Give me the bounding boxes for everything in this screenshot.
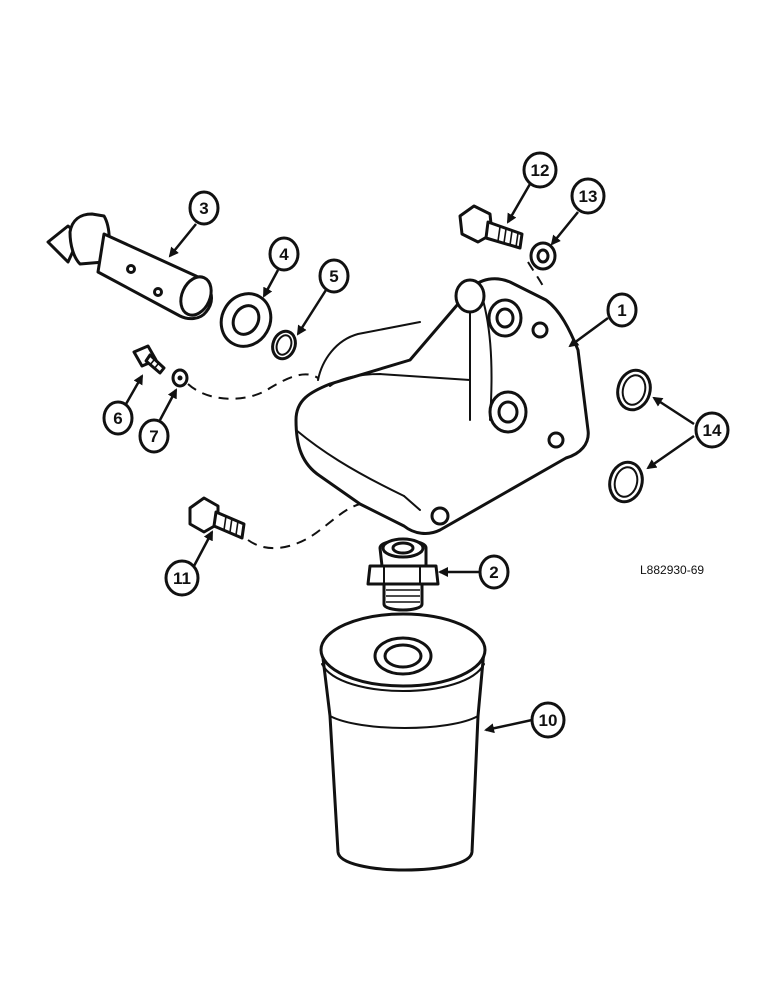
part-2-adapter [366, 537, 440, 612]
figure-code: L882930-69 [640, 563, 704, 577]
callout-2-label: 2 [489, 563, 498, 582]
callout-12-label: 12 [531, 161, 550, 180]
callout-1: 1 [606, 292, 638, 328]
callout-13-label: 13 [579, 187, 598, 206]
callout-11-label: 11 [173, 569, 191, 588]
callout-11: 11 [164, 559, 200, 597]
callout-12: 12 [522, 151, 558, 189]
callout-6: 6 [102, 400, 134, 436]
callout-14: 14 [694, 411, 730, 449]
part-12-bolt [458, 204, 524, 250]
part-6-bolt [132, 344, 166, 375]
callout-3: 3 [188, 190, 220, 226]
callout-5-label: 5 [329, 267, 338, 286]
part-1-filter-head [294, 277, 590, 535]
callout-2: 2 [478, 554, 510, 590]
callout-13: 13 [570, 177, 606, 215]
callout-3-label: 3 [199, 199, 208, 218]
callout-4: 4 [268, 236, 300, 272]
callout-7-label: 7 [149, 427, 158, 446]
part-5-o-ring [271, 329, 297, 361]
callout-1-label: 1 [617, 301, 626, 320]
part-14-o-rings [608, 368, 652, 504]
part-3-pin [46, 212, 213, 321]
callout-14-label: 14 [703, 421, 722, 440]
part-10-filter [319, 612, 487, 872]
part-13-washer [529, 241, 557, 271]
assembly-lines [187, 261, 545, 549]
part-11-bolt [188, 496, 246, 540]
part-7-washer [171, 368, 189, 388]
leader-lines [124, 183, 695, 734]
part-4-washer [219, 292, 273, 348]
callout-10: 10 [530, 701, 566, 739]
callout-6-label: 6 [113, 409, 122, 428]
callout-4-label: 4 [279, 245, 289, 264]
callout-7: 7 [138, 418, 170, 454]
callout-10-label: 10 [539, 711, 558, 730]
callout-5: 5 [318, 258, 350, 294]
